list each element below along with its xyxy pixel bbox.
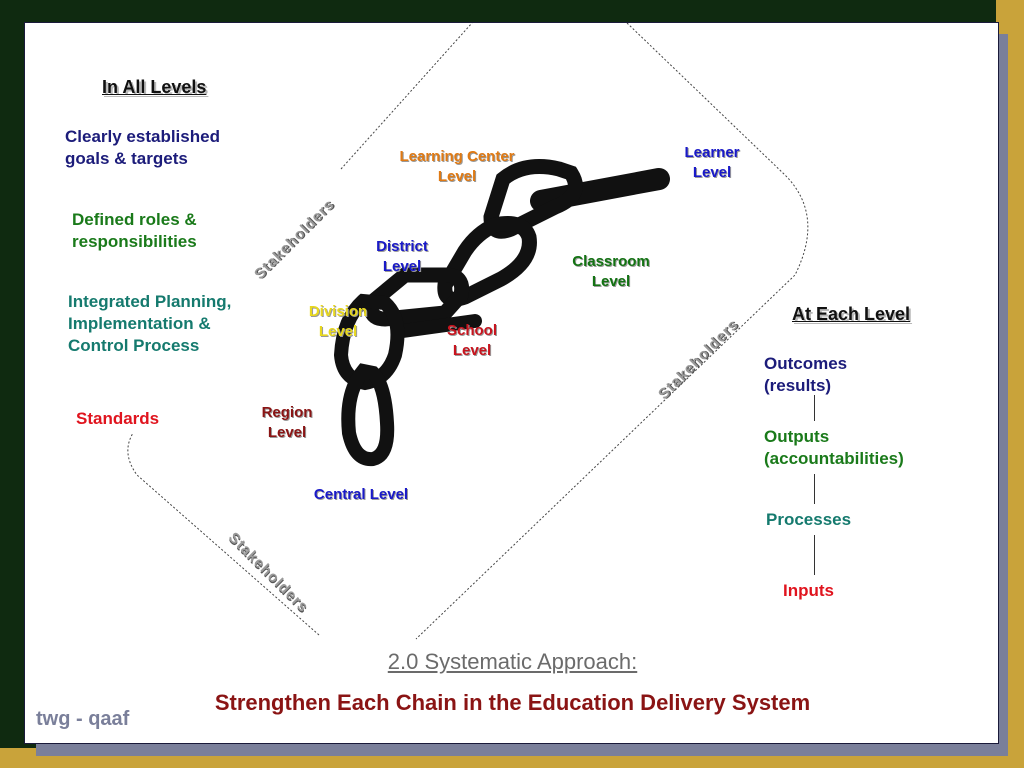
level-classroom: Classroom Level: [572, 253, 650, 290]
level-district: District Level: [376, 238, 428, 275]
connector-line: [814, 395, 815, 421]
chain-link-division: [333, 293, 405, 391]
level-learning-center: Learning Center Level: [399, 148, 515, 185]
left-item-roles: Defined roles & responsibilities: [72, 210, 197, 251]
right-item-outcomes: Outcomes (results): [764, 354, 848, 395]
connector-line: [814, 535, 815, 575]
left-heading: In All Levels: [102, 77, 207, 97]
left-item-standards: Standards: [76, 409, 160, 428]
right-item-inputs: Inputs: [783, 581, 834, 600]
level-region: Region Level: [261, 404, 313, 441]
left-item-goals: Clearly established goals & targets: [65, 127, 220, 168]
footer-text: twg - qaaf: [36, 708, 130, 730]
right-item-outputs: Outputs (accountabilities): [764, 427, 904, 468]
right-item-processes: Processes: [766, 510, 852, 529]
title-line-1: 2.0 Systematic Approach:: [387, 649, 638, 674]
level-central: Central Level: [313, 486, 409, 503]
left-item-planning: Integrated Planning, Implementation & Co…: [68, 292, 232, 355]
chain-link-region: [341, 363, 395, 467]
chain-links: [333, 159, 670, 467]
stakeholder-boundary: [127, 23, 809, 640]
slide-canvas: In All Levels Clearly established goals …: [24, 22, 999, 744]
right-heading: At Each Level: [792, 304, 911, 324]
level-division: Division Level: [308, 303, 368, 340]
connector-line: [814, 474, 815, 504]
chain-link-school: [396, 314, 482, 338]
level-school: School Level: [446, 322, 497, 359]
title-line-2: Strengthen Each Chain in the Education D…: [214, 690, 811, 715]
chain-diagram: [127, 23, 809, 640]
level-learner: Learner Level: [684, 144, 740, 181]
